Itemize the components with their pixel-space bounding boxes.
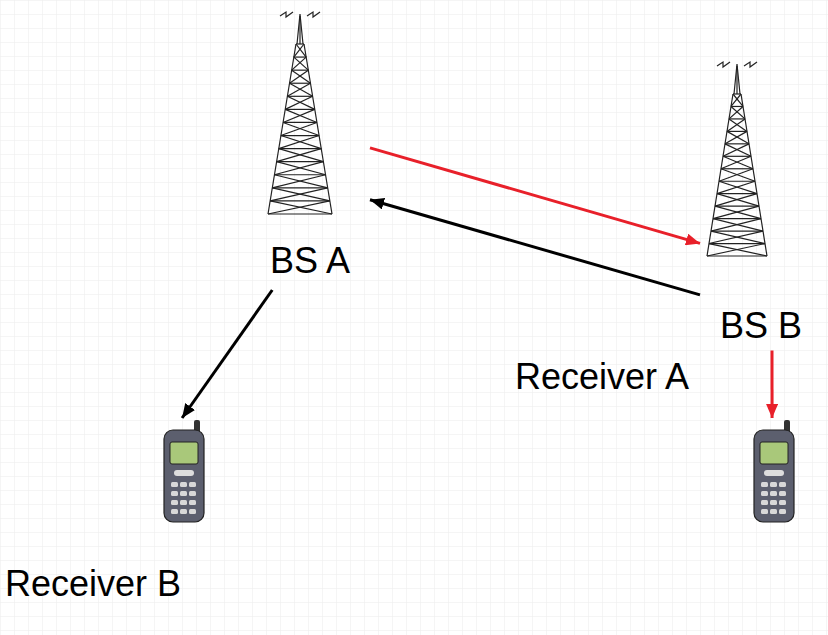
signal-arrow [370,148,700,244]
receiver: Receiver B [160,418,208,523]
tower-icons [268,12,767,256]
receiver: Receiver A [750,418,798,523]
node-label: BS B [720,305,802,346]
phone-icons [164,420,794,522]
phone-icon [754,420,794,522]
base-station: BS A [255,8,370,290]
node-label: Receiver A [515,356,689,397]
signal-arrow [370,200,700,295]
node-label: Receiver B [5,563,181,604]
signal-arrow [770,350,773,418]
base-station: BS B [700,58,822,350]
tower-icon [707,62,767,256]
phone-icon [164,420,204,522]
node-label: BS A [270,240,350,281]
signal-arrow [182,290,272,418]
tower-icon [268,12,332,214]
